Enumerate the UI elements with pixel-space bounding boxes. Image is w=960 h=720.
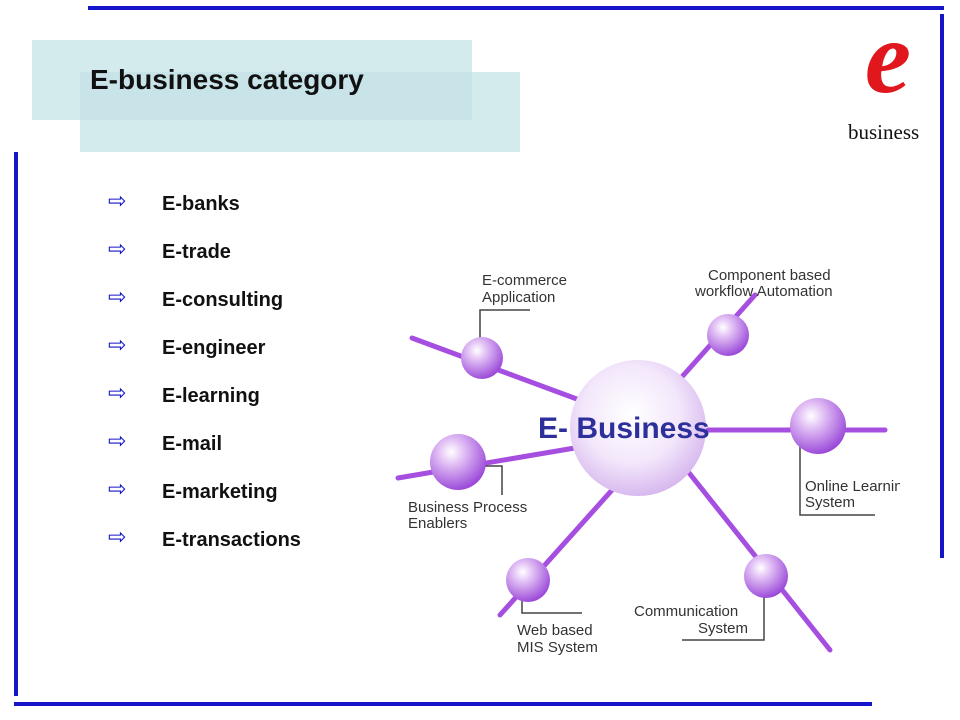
list-item-label: E-transactions (162, 529, 301, 551)
logo-text: business (848, 120, 920, 144)
list-item-label: E-trade (162, 241, 231, 263)
list-item: ⇨ E-marketing (108, 476, 301, 524)
node-communication (744, 554, 788, 598)
callout-ecommerce (479, 309, 530, 348)
list-item-label: E-mail (162, 433, 223, 455)
ebusiness-hub-diagram: E- Business E-commerce Application Compo… (395, 267, 900, 656)
arrow-right-icon: ⇨ (108, 188, 127, 213)
center-label: E- Business (538, 412, 710, 445)
list-item-label: E-engineer (162, 337, 266, 359)
list-item: ⇨ E-learning (108, 380, 301, 428)
list-item: ⇨ E-engineer (108, 332, 301, 380)
label-business-process-line2: Enablers (408, 515, 467, 532)
callout-business-process (482, 465, 503, 495)
frame-left-line (14, 152, 18, 696)
node-ecommerce (461, 337, 503, 379)
arrow-right-icon: ⇨ (108, 380, 127, 405)
label-online-learning-line1: Online Learning (805, 478, 900, 495)
list-item-label: E-consulting (162, 289, 284, 311)
node-mis (506, 558, 550, 602)
list-item-label: E-learning (162, 385, 260, 407)
ebusiness-logo: e business (838, 6, 938, 149)
center-sphere (570, 360, 706, 496)
frame-right-line (940, 14, 944, 558)
list-item: ⇨ E-transactions (108, 524, 301, 572)
label-online-learning-line2: System (805, 494, 855, 511)
arrow-right-icon: ⇨ (108, 476, 127, 501)
label-ecommerce-line2: Application (482, 289, 555, 306)
label-communication-line1: Communication (634, 603, 738, 620)
label-component-line2: workflow Automation (694, 283, 833, 300)
label-component-line1: Component based (708, 267, 831, 284)
slide-title: E-business category (90, 64, 364, 95)
arrow-right-icon: ⇨ (108, 428, 127, 453)
callout-communication (682, 580, 765, 641)
label-communication-line2: System (698, 620, 748, 637)
arrow-right-icon: ⇨ (108, 284, 127, 309)
list-item-label: E-banks (162, 193, 240, 215)
node-component (707, 314, 749, 356)
list-item: ⇨ E-trade (108, 236, 301, 284)
node-online-learning (790, 398, 846, 454)
label-mis-line2: MIS System (517, 639, 598, 656)
label-ecommerce-line1: E-commerce (482, 272, 567, 289)
list-item: ⇨ E-consulting (108, 284, 301, 332)
frame-bottom-line (14, 702, 872, 706)
frame-top-line (88, 6, 944, 10)
arrow-right-icon: ⇨ (108, 236, 127, 261)
list-item: ⇨ E-mail (108, 428, 301, 476)
arrow-right-icon: ⇨ (108, 524, 127, 549)
list-item-label: E-marketing (162, 481, 278, 503)
node-business-process (430, 434, 486, 490)
label-mis-line1: Web based (517, 622, 593, 639)
category-list: ⇨ E-banks ⇨ E-trade ⇨ E-consulting ⇨ E-e… (108, 188, 301, 572)
callout-online-learning (799, 445, 875, 516)
callout-lines (479, 309, 875, 641)
arrow-right-icon: ⇨ (108, 332, 127, 357)
label-business-process-line1: Business Process (408, 499, 527, 516)
list-item: ⇨ E-banks (108, 188, 301, 236)
title-backdrop-overlap (80, 72, 472, 120)
logo-e-letter: e (864, 0, 912, 115)
